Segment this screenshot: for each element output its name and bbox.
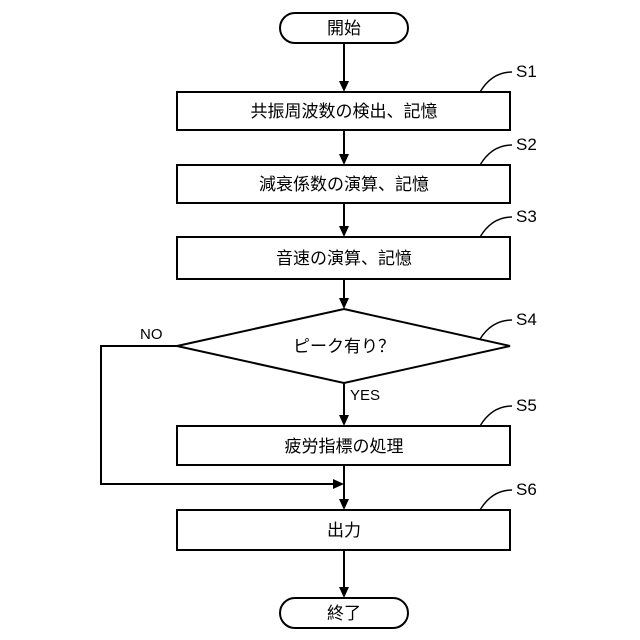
step-s2-tag: S2 bbox=[516, 135, 537, 154]
step-s1-leader bbox=[480, 72, 512, 92]
step-s5: 疲労指標の処理 S5 bbox=[177, 396, 537, 465]
end-label: 終了 bbox=[327, 604, 361, 624]
step-s6: 出力 S6 bbox=[177, 480, 537, 550]
connector-s6-end bbox=[339, 550, 349, 598]
step-s1-tag: S1 bbox=[516, 62, 537, 81]
decision-s4-label: ピーク有り？ bbox=[293, 337, 395, 357]
yes-label: YES bbox=[350, 387, 380, 404]
step-s5-tag: S5 bbox=[516, 396, 537, 415]
decision-s4-tag: S4 bbox=[516, 310, 537, 329]
step-s5-leader bbox=[480, 406, 512, 426]
connector-s5-s6 bbox=[339, 465, 349, 510]
step-s3-leader bbox=[480, 217, 512, 237]
step-s2-label: 減衰係数の演算、記憶 bbox=[259, 175, 429, 195]
step-s2-leader bbox=[480, 145, 512, 165]
start-terminal: 開始 bbox=[280, 13, 408, 43]
step-s3-label: 音速の演算、記憶 bbox=[276, 249, 412, 269]
step-s6-tag: S6 bbox=[516, 480, 537, 499]
connector-start-s1 bbox=[339, 43, 349, 92]
step-s3: 音速の演算、記憶 S3 bbox=[177, 207, 537, 279]
step-s2: 減衰係数の演算、記憶 S2 bbox=[177, 135, 537, 203]
step-s6-label: 出力 bbox=[327, 521, 361, 541]
connector-s3-s4 bbox=[339, 279, 349, 309]
start-label: 開始 bbox=[327, 19, 361, 39]
connector-s2-s3 bbox=[339, 203, 349, 237]
step-s3-tag: S3 bbox=[516, 207, 537, 226]
end-terminal: 終了 bbox=[280, 598, 408, 628]
step-s1: 共振周波数の検出、記憶 S1 bbox=[177, 62, 537, 130]
step-s5-label: 疲労指標の処理 bbox=[285, 437, 404, 457]
step-s6-leader bbox=[480, 490, 512, 510]
connector-s1-s2 bbox=[339, 130, 349, 165]
connector-s4-s5: YES bbox=[339, 383, 380, 426]
step-s1-label: 共振周波数の検出、記憶 bbox=[251, 102, 438, 122]
decision-s4: ピーク有り？ S4 bbox=[177, 309, 537, 383]
decision-s4-leader bbox=[480, 320, 512, 339]
no-label: NO bbox=[140, 326, 163, 343]
